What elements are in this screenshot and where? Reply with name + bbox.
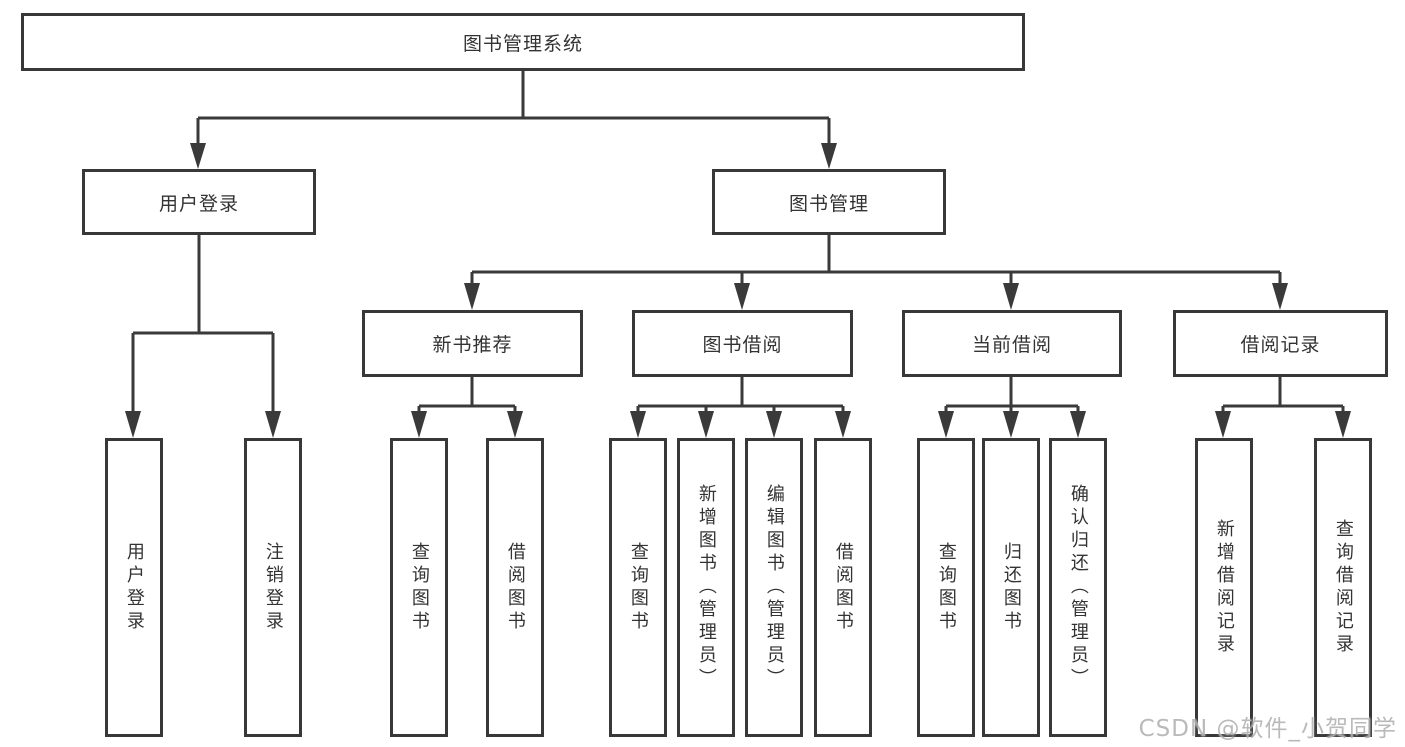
- node-user-login: 用户登录: [82, 169, 316, 235]
- node-label: 查询图书: [627, 541, 649, 634]
- node-label: 新增借阅记录: [1213, 518, 1235, 657]
- node-label: 图书管理: [788, 192, 869, 215]
- node-book-borrow: 图书借阅: [632, 310, 853, 377]
- leaf-current-return: 归还图书: [982, 438, 1040, 737]
- node-label: 借阅记录: [1240, 334, 1321, 356]
- leaf-user-login: 用户登录: [105, 438, 163, 737]
- node-label: 注销登录: [262, 541, 284, 634]
- node-borrow-records: 借阅记录: [1173, 310, 1388, 377]
- node-label: 用户登录: [123, 541, 145, 634]
- node-label: 查询图书: [408, 541, 430, 634]
- node-label: 确认归还（管理员）: [1067, 484, 1089, 691]
- node-book-management: 图书管理: [712, 169, 946, 235]
- node-new-book-recommend: 新书推荐: [362, 310, 583, 377]
- leaf-logout: 注销登录: [244, 438, 302, 737]
- leaf-borrow-borrow: 借阅图书: [814, 438, 872, 737]
- leaf-records-query: 查询借阅记录: [1314, 438, 1372, 737]
- node-label: 用户登录: [158, 192, 239, 215]
- node-label: 查询图书: [935, 541, 957, 634]
- node-current-borrow: 当前借阅: [902, 310, 1122, 377]
- leaf-borrow-query: 查询图书: [609, 438, 667, 737]
- leaf-newbooks-borrow: 借阅图书: [486, 438, 544, 737]
- leaf-newbooks-query: 查询图书: [390, 438, 448, 737]
- node-label: 借阅图书: [832, 541, 854, 634]
- node-label: 借阅图书: [504, 541, 526, 634]
- leaf-current-confirm: 确认归还（管理员）: [1049, 438, 1107, 737]
- node-label: 新书推荐: [432, 334, 513, 356]
- node-label: 新增图书（管理员）: [695, 484, 717, 691]
- node-label: 查询借阅记录: [1332, 518, 1354, 657]
- leaf-records-add: 新增借阅记录: [1195, 438, 1253, 737]
- leaf-current-query: 查询图书: [917, 438, 975, 737]
- node-label: 编辑图书（管理员）: [763, 484, 785, 691]
- leaf-borrow-add: 新增图书（管理员）: [677, 438, 735, 737]
- node-label: 归还图书: [1000, 541, 1022, 634]
- watermark: CSDN @软件_小贺同学: [1138, 716, 1397, 742]
- node-root: 图书管理系统: [21, 13, 1025, 71]
- node-label: 图书管理系统: [462, 32, 583, 55]
- node-label: 图书借阅: [702, 334, 783, 356]
- node-label: 当前借阅: [971, 334, 1052, 356]
- leaf-borrow-edit: 编辑图书（管理员）: [745, 438, 803, 737]
